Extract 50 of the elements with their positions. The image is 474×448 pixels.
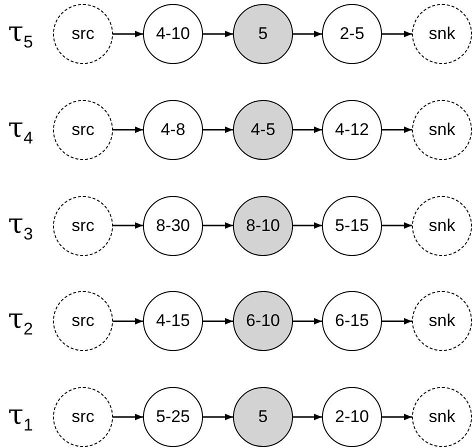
node-label: 8-30 <box>156 216 190 236</box>
arrow <box>382 30 412 38</box>
row-label: τ$_{5}$ <box>8 18 33 53</box>
node-label: 4-10 <box>156 24 190 44</box>
node-label: snk <box>428 311 456 332</box>
arrow <box>293 126 322 133</box>
node-label: snk <box>428 407 456 427</box>
node-label: 5-15 <box>334 216 370 236</box>
node-label: 6-15 <box>334 311 370 332</box>
arrow <box>382 414 412 420</box>
row-label: τ$_{1}$ <box>8 401 33 436</box>
node-label: src <box>72 120 94 140</box>
node-label: src <box>72 407 94 427</box>
node-label: 2-5 <box>340 24 364 44</box>
arrow <box>113 414 143 420</box>
node-label: 4-5 <box>250 120 276 140</box>
arrow <box>203 222 233 229</box>
node-label: 5-25 <box>156 407 190 427</box>
arrow <box>203 126 233 133</box>
node-label: 4-15 <box>156 311 190 332</box>
row-label: τ$_{4}$ <box>8 114 33 148</box>
arrow <box>293 318 322 324</box>
arrow <box>203 318 233 324</box>
node-label: snk <box>428 216 456 236</box>
arrow <box>382 222 412 229</box>
arrow <box>113 126 143 133</box>
arrow <box>293 414 322 420</box>
node-label: snk <box>428 120 456 140</box>
arrow <box>113 318 143 324</box>
node-label: 5 <box>258 407 268 427</box>
node-label: 5 <box>258 24 268 44</box>
node-label: src <box>72 216 94 236</box>
arrow <box>113 222 143 229</box>
arrow <box>113 30 143 38</box>
arrow <box>382 126 412 133</box>
node-label: src <box>72 24 94 44</box>
node-label: 2-10 <box>334 407 370 427</box>
arrow <box>293 222 322 229</box>
arrow <box>203 414 233 420</box>
node-label: 6-10 <box>246 311 280 332</box>
row-label: τ$_{3}$ <box>8 210 33 244</box>
arrow <box>382 318 412 324</box>
arrow <box>293 30 322 38</box>
node-label: src <box>72 311 94 332</box>
arrow <box>203 30 233 38</box>
node-label: 8-10 <box>246 216 280 236</box>
row-label: τ$_{2}$ <box>8 305 33 340</box>
node-label: 4-12 <box>334 120 370 140</box>
node-label: snk <box>428 24 456 44</box>
node-label: 4-8 <box>160 120 186 140</box>
